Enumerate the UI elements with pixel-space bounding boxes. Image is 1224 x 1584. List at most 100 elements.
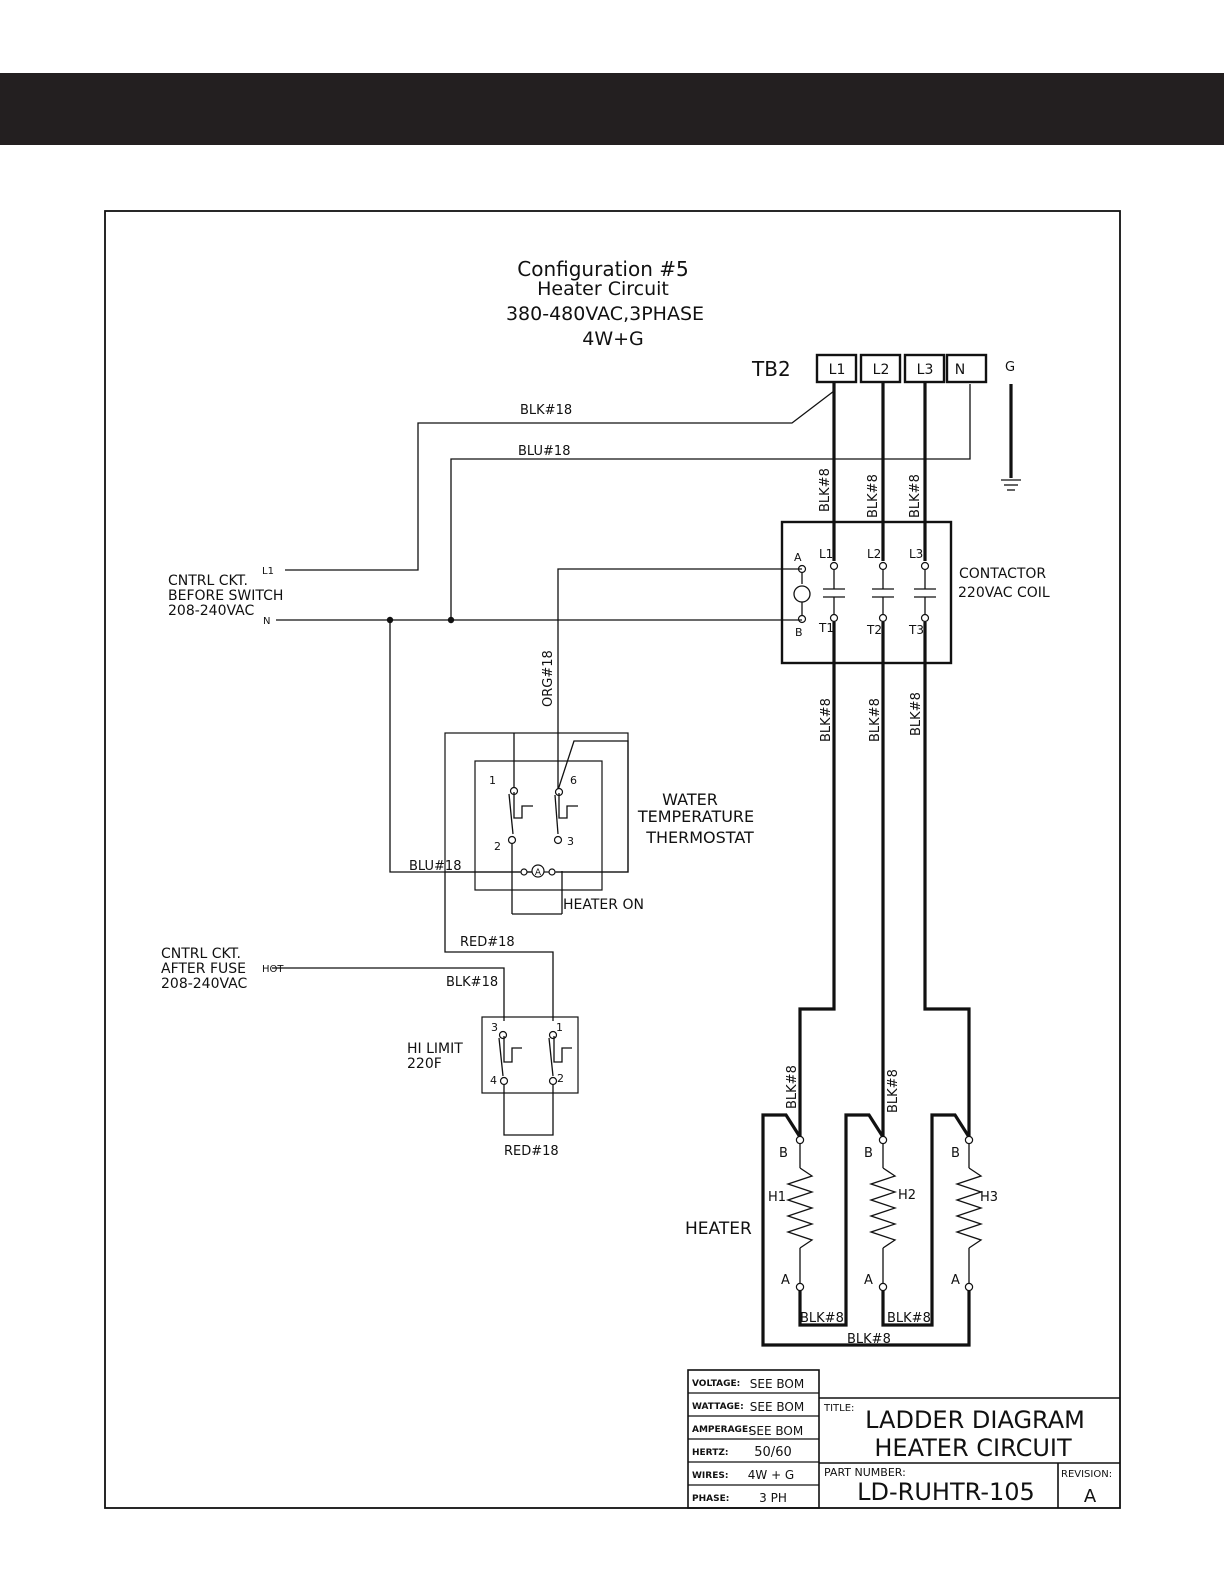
heater-on-lamp-symbol: A (535, 868, 542, 878)
tb2-terminal-l2 (859, 353, 902, 384)
contact-l1-label: L1 (819, 547, 833, 561)
hi-limit-pin-3: 3 (491, 1021, 498, 1034)
thermostat-pin-3: 3 (567, 835, 574, 848)
thermostat-pin-2: 2 (494, 840, 501, 853)
contact-t2-label: T2 (866, 623, 882, 637)
hi-limit-pin-2: 2 (557, 1072, 564, 1085)
wire-label-blk8-t1-out: BLK#8 (819, 698, 834, 742)
power-line-t1-out (798, 622, 836, 1137)
wire-label-blk18-top: BLK#18 (520, 403, 572, 418)
title-line-3: 380-480VAC,3PHASE (506, 303, 704, 325)
drawing-border (104, 210, 1121, 1509)
wire-label-org18: ORG#18 (541, 650, 556, 707)
heater-on-label: HEATER ON (563, 897, 644, 913)
ctrl-after-line-1: CNTRL CKT. (161, 946, 241, 962)
heater-on-lamp-icon (531, 864, 545, 878)
heater-element-h3-icon (954, 1167, 984, 1249)
tb2-label: TB2 (751, 357, 791, 381)
spec-wattage-value: SEE BOM (750, 1400, 804, 1414)
diagram-title: Configuration #5 Heater Circuit 380-480V… (506, 257, 704, 350)
h1-end-b: B (779, 1146, 788, 1161)
spec-phase-value: 3 PH (759, 1491, 787, 1505)
tb2-l3-text: L3 (917, 362, 934, 378)
h3-end-a: A (951, 1273, 960, 1288)
spec-hertz-key: HERTZ: (692, 1448, 728, 1458)
tb2-l2-text: L2 (873, 362, 890, 378)
title-block-title-label: TITLE: (823, 1403, 854, 1414)
heater-label: HEATER (685, 1219, 752, 1239)
hi-limit-box (481, 1016, 579, 1094)
ctrl-after-line-3: 208-240VAC (161, 976, 248, 992)
wire-label-red18-bottom: RED#18 (504, 1144, 559, 1159)
wire-blk18-control (285, 390, 835, 571)
wire-org18 (557, 568, 802, 790)
wire-label-blk18-hot: BLK#18 (446, 975, 498, 990)
hi-limit-switch: HI LIMIT 220F 3 4 1 2 RED#18 (407, 1016, 579, 1159)
thermostat-label-1: WATER (662, 790, 718, 809)
h1-end-a: A (781, 1273, 790, 1288)
hi-limit-pin-1: 1 (556, 1021, 563, 1034)
h3-end-b: B (951, 1146, 960, 1161)
contact-t3-label: T3 (908, 623, 924, 637)
contactor-label-2: 220VAC COIL (958, 585, 1050, 601)
wire-label-blk8-bottom: BLK#8 (847, 1332, 891, 1347)
revision-value: A (1084, 1486, 1097, 1507)
heater-outer-loop (761, 1113, 971, 1347)
h2-end-b: B (864, 1146, 873, 1161)
contact-l3-label: L3 (909, 547, 923, 561)
control-circuit-after-fuse: CNTRL CKT. AFTER FUSE 208-240VAC HOT BLK… (161, 946, 505, 1021)
water-temperature-thermostat: WATER TEMPERATURE THERMOSTAT 1 2 6 3 A H… (444, 732, 754, 915)
terminal-block-tb2: TB2 L1 L2 L3 N G (751, 353, 1021, 491)
ctrl-before-line-2: BEFORE SWITCH (168, 588, 283, 604)
spec-wires-key: WIRES: (692, 1471, 728, 1481)
wire-label-red18-top: RED#18 (460, 935, 515, 950)
heater-element-h2-icon (868, 1167, 898, 1249)
tb2-l1-text: L1 (829, 362, 846, 378)
spec-amperage-key: AMPERAGE: (692, 1425, 752, 1435)
hi-limit-label-2: 220F (407, 1056, 442, 1072)
header-bar (0, 73, 1224, 145)
wire-label-blk8-t2-out: BLK#8 (868, 698, 883, 742)
tb2-terminal-l1 (815, 353, 858, 384)
wire-label-blk8-h2: BLK#8 (886, 1069, 901, 1113)
coil-terminal-b (797, 614, 807, 624)
h1-label: H1 (768, 1190, 786, 1205)
part-number: LD-RUHTR-105 (857, 1478, 1035, 1506)
spec-voltage-value: SEE BOM (750, 1377, 804, 1391)
title-block-title-line-2: HEATER CIRCUIT (874, 1434, 1072, 1462)
spec-phase-key: PHASE: (692, 1494, 729, 1504)
wire-label-blu18-lamp: BLU#18 (409, 859, 461, 874)
wire-label-blk8-jumper-2: BLK#8 (887, 1311, 931, 1326)
tb2-terminal-n (945, 353, 988, 384)
spec-voltage-key: VOLTAGE: (692, 1379, 740, 1389)
part-number-label: PART NUMBER: (824, 1466, 906, 1479)
spec-wattage-key: WATTAGE: (692, 1402, 744, 1412)
ground-icon (1001, 384, 1021, 491)
thermostat-pin-1: 1 (489, 774, 496, 787)
hi-limit-pin-4: 4 (490, 1074, 497, 1087)
heater-element-h1-icon (785, 1167, 815, 1249)
ground-label: G (1005, 360, 1015, 375)
contactor-label-1: CONTACTOR (959, 566, 1046, 582)
wire-blk18-hot (272, 967, 505, 1021)
heater-jumper-2 (881, 1113, 971, 1327)
thermostat-label-2: TEMPERATURE (637, 807, 754, 826)
coil-a-label: A (794, 551, 802, 564)
wire-red18-bottom (503, 1085, 554, 1136)
spec-hertz-value: 50/60 (754, 1445, 791, 1460)
ctrl-after-line-2: AFTER FUSE (161, 961, 246, 977)
h3-label: H3 (980, 1190, 998, 1205)
title-line-2: Heater Circuit (537, 278, 669, 300)
thermostat-label-3: THERMOSTAT (645, 828, 754, 847)
thermostat-pin-6: 6 (570, 774, 577, 787)
junction-2 (447, 616, 455, 624)
contact-t1-label: T1 (818, 621, 834, 635)
hi-limit-label-1: HI LIMIT (407, 1041, 463, 1057)
thermostat-inner-box (474, 760, 603, 891)
wire-blu18-lamp (389, 620, 520, 873)
title-line-1: Configuration #5 (517, 257, 688, 281)
control-circuit-before-switch: CNTRL CKT. BEFORE SWITCH 208-240VAC L1 N… (168, 566, 802, 790)
wire-label-blk8-l1-in: BLK#8 (818, 468, 833, 512)
ctrl-before-n: N (263, 616, 270, 627)
wire-label-blk8-jumper-1: BLK#8 (800, 1311, 844, 1326)
